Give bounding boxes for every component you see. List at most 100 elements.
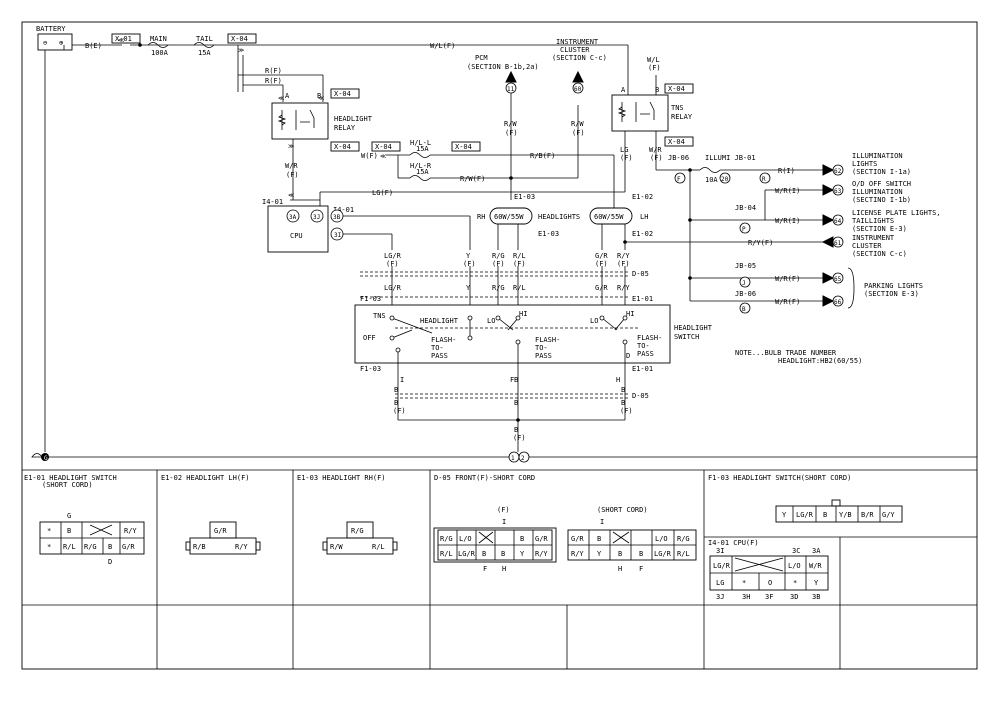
svg-text:60W/55W: 60W/55W	[594, 213, 624, 221]
svg-text:≪: ≪	[318, 95, 324, 102]
svg-text:F: F	[510, 376, 514, 384]
svg-text:(SECTION C-c): (SECTION C-c)	[852, 250, 907, 258]
headlight-lh-label: LH	[640, 213, 648, 221]
svg-text:R/Y: R/Y	[617, 284, 630, 292]
svg-text:B: B	[317, 92, 321, 100]
svg-text:(F): (F)	[393, 407, 406, 415]
svg-text:W/R: W/R	[809, 562, 822, 570]
svg-text:3D: 3D	[790, 593, 798, 601]
svg-text:B: B	[108, 543, 112, 551]
cpu-label: CPU	[290, 232, 303, 240]
headlight-switch	[354, 304, 671, 364]
svg-text:LG/R: LG/R	[384, 252, 402, 260]
svg-text:B: B	[621, 386, 625, 394]
wire-rf-2: R(F)	[265, 77, 282, 85]
svg-text:64: 64	[834, 218, 842, 225]
svg-text:(SECTION I-1a): (SECTION I-1a)	[852, 168, 911, 176]
svg-text:W/R(F): W/R(F)	[775, 298, 800, 306]
svg-text:PASS: PASS	[431, 352, 448, 360]
headlight-lh-bulb	[589, 207, 633, 225]
svg-text:(F): (F)	[463, 260, 476, 268]
svg-text:(F): (F)	[620, 154, 633, 162]
svg-text:3H: 3H	[742, 593, 750, 601]
svg-text:R/G: R/G	[492, 252, 505, 260]
svg-text:B: B	[67, 527, 71, 535]
svg-text:L/O: L/O	[788, 562, 801, 570]
fuse-main-amp: 100A	[151, 49, 169, 57]
svg-text:R/G: R/G	[84, 543, 97, 551]
svg-text:R/Y(F): R/Y(F)	[748, 239, 773, 247]
svg-text:B: B	[482, 550, 486, 558]
svg-text:R(I): R(I)	[778, 167, 795, 175]
conn-e103: E1-03	[514, 193, 535, 201]
svg-text:W/R: W/R	[649, 146, 662, 154]
conn-e102b: E1-02	[632, 230, 653, 238]
svg-text:A: A	[285, 92, 290, 100]
svg-text:LG/R: LG/R	[384, 284, 402, 292]
svg-text:R/L: R/L	[372, 543, 385, 551]
conn-i401-a: I4-01	[262, 198, 283, 206]
svg-text:3A: 3A	[812, 547, 821, 555]
svg-text:B: B	[621, 399, 625, 407]
headlights-label: HEADLIGHTS	[538, 213, 580, 221]
tns-relay	[611, 94, 669, 132]
panel-d05-title: D-05 FRONT(F)-SHORT CORD	[434, 474, 535, 482]
svg-text:B: B	[394, 399, 398, 407]
ground-symbol: G	[44, 455, 48, 462]
svg-text:(SHORT CORD): (SHORT CORD)	[42, 481, 93, 489]
svg-text:LG: LG	[620, 146, 628, 154]
svg-text:3C: 3C	[792, 547, 800, 555]
svg-text:Y: Y	[597, 550, 602, 558]
conn-e101b: E1-01	[632, 365, 653, 373]
svg-text:(F): (F)	[386, 260, 399, 268]
conn-x04-top	[227, 33, 257, 44]
svg-text:W/L: W/L	[647, 56, 660, 64]
svg-text:Y: Y	[782, 511, 787, 519]
svg-text:TO-: TO-	[637, 342, 650, 350]
svg-text:(F): (F)	[505, 129, 518, 137]
conn-e102: E1-02	[632, 193, 653, 201]
svg-text:B: B	[655, 86, 659, 94]
svg-text:(F): (F)	[617, 260, 630, 268]
conn-i401-b: I4-01	[333, 206, 354, 214]
svg-text:FLASH-: FLASH-	[431, 336, 456, 344]
svg-text:H: H	[618, 565, 622, 573]
svg-text:X-04: X-04	[668, 85, 685, 93]
svg-text:B: B	[639, 550, 643, 558]
svg-text:INSTRUMENT: INSTRUMENT	[852, 234, 895, 242]
svg-text:B: B	[514, 426, 518, 434]
svg-text:60W/55W: 60W/55W	[494, 213, 524, 221]
note-line2: HEADLIGHT:HB2(60/55)	[778, 357, 862, 365]
svg-text:B: B	[514, 399, 518, 407]
svg-text:R/L: R/L	[677, 550, 690, 558]
svg-text:15A: 15A	[416, 145, 429, 153]
e103-connector: R/G R/W R/L	[322, 521, 398, 555]
svg-text:R/G: R/G	[440, 535, 453, 543]
svg-text:J: J	[742, 280, 746, 287]
svg-text:L/O: L/O	[459, 535, 472, 543]
svg-text:B: B	[823, 511, 827, 519]
svg-text:H: H	[502, 565, 506, 573]
svg-text:Y: Y	[814, 579, 819, 587]
svg-text:LICENSE PLATE LIGHTS,: LICENSE PLATE LIGHTS,	[852, 209, 941, 217]
svg-text:A: A	[621, 86, 626, 94]
conn-f103b: F1-03	[360, 365, 381, 373]
svg-text:60: 60	[574, 86, 582, 93]
svg-text:X-04: X-04	[668, 138, 685, 146]
fuse-tail-amp: 15A	[198, 49, 211, 57]
svg-text:L/O: L/O	[655, 535, 668, 543]
svg-text:O: O	[768, 579, 772, 587]
note-line1: NOTE...BULB TRADE NUMBER	[735, 349, 837, 357]
svg-text:F: F	[483, 565, 487, 573]
svg-text:(F): (F)	[650, 154, 663, 162]
conn-x04-tns-a	[664, 83, 694, 94]
svg-text:G/R: G/R	[122, 543, 135, 551]
svg-text:X-04: X-04	[455, 143, 472, 151]
svg-text:1: 1	[511, 455, 515, 462]
svg-text:R/G: R/G	[351, 527, 364, 535]
svg-text:B: B	[520, 535, 524, 543]
i401-connector: I4-01 CPU(F) 3I 3C 3A LG/R L/O W/R LG * …	[708, 539, 829, 601]
svg-text:R: R	[762, 176, 766, 183]
battery-neg: ⊖	[43, 39, 47, 47]
